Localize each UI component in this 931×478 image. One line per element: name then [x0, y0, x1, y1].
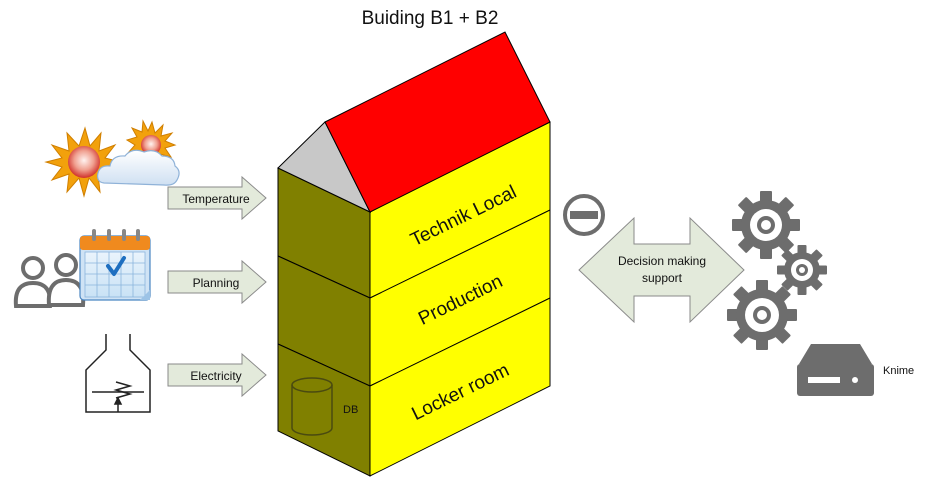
cloud-icon — [97, 149, 180, 186]
gear-icon — [727, 280, 797, 350]
gear-icon — [732, 191, 800, 259]
temperature-arrow: Temperature — [167, 175, 267, 221]
diagram-title: Buiding B1 + B2 — [361, 8, 499, 29]
minus-circle-icon — [563, 194, 605, 236]
decision-label-line1: Decision making — [618, 254, 706, 268]
building-front-bottom — [369, 297, 551, 477]
planning-label: Planning — [193, 276, 240, 290]
decision-support-arrow: Decision making support — [578, 216, 745, 324]
people-icon — [13, 253, 86, 308]
gears-icon — [727, 191, 827, 350]
decision-label-line2: support — [642, 271, 683, 285]
electricity-arrow: Electricity — [167, 352, 267, 398]
sun-icon — [44, 126, 123, 198]
server-icon — [797, 344, 874, 396]
calendar-icon — [79, 229, 151, 301]
knime-label: Knime — [883, 365, 914, 377]
roof-red — [324, 31, 551, 213]
temperature-label: Temperature — [182, 192, 250, 206]
database-label: DB — [343, 404, 358, 416]
checkmark-icon — [106, 256, 126, 276]
gear-icon — [777, 245, 827, 295]
planning-arrow: Planning — [167, 259, 267, 305]
building — [277, 31, 551, 477]
electric-heater-icon — [85, 334, 151, 413]
electricity-label: Electricity — [190, 369, 241, 383]
database-icon — [291, 377, 333, 436]
weather-icon — [44, 119, 180, 198]
